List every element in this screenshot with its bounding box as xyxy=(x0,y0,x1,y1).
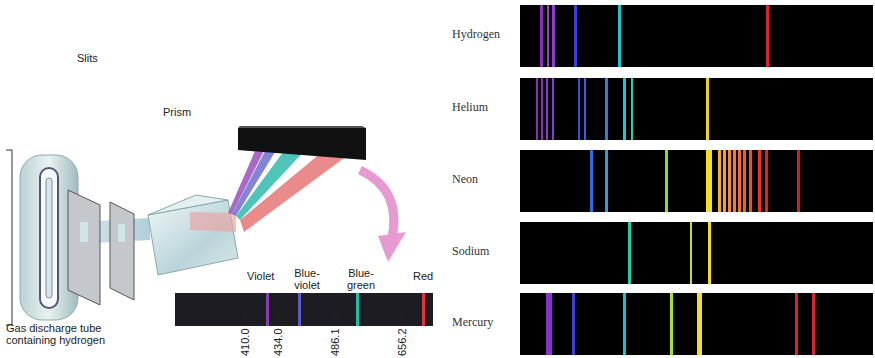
wavelength-label: 486.1 nm xyxy=(329,310,341,356)
color-label: Blue-violet xyxy=(285,267,329,291)
emission-line xyxy=(547,5,549,67)
wavelength-label: 434.0 nm xyxy=(272,310,284,356)
element-name: Neon xyxy=(452,173,478,185)
emission-line xyxy=(697,293,702,355)
emission-line xyxy=(552,78,554,140)
tube-label: Gas discharge tube containing hydrogen xyxy=(6,322,118,346)
spectrum-band xyxy=(520,78,873,140)
emission-line xyxy=(623,78,626,140)
spectrum-band xyxy=(520,293,873,355)
emission-line xyxy=(665,150,668,212)
emission-line xyxy=(590,150,593,212)
emission-line xyxy=(766,5,769,67)
emission-line xyxy=(541,78,543,140)
emission-line xyxy=(605,78,608,140)
color-label: Violet xyxy=(247,270,274,282)
emission-line xyxy=(708,222,711,284)
emission-line xyxy=(690,222,692,284)
emission-line xyxy=(765,150,768,212)
emission-line xyxy=(797,150,800,212)
emission-line xyxy=(728,150,731,212)
emission-line xyxy=(758,150,761,212)
emission-line xyxy=(536,78,538,140)
emission-line xyxy=(631,78,633,140)
element-name: Sodium xyxy=(452,245,489,257)
emission-line xyxy=(578,78,580,140)
emission-line xyxy=(749,150,752,212)
emission-line xyxy=(795,293,798,355)
emission-line xyxy=(572,293,575,355)
emission-line xyxy=(623,293,626,355)
emission-line xyxy=(718,150,721,212)
emission-line xyxy=(546,78,548,140)
wavelength-label: 410.0 nm xyxy=(239,310,251,356)
emission-line xyxy=(738,150,741,212)
element-name: Hydrogen xyxy=(452,28,500,40)
emission-line xyxy=(743,150,746,212)
prism-label: Prism xyxy=(163,106,191,118)
slit-label: Slits xyxy=(77,52,98,64)
emission-line xyxy=(574,5,577,67)
emission-line xyxy=(584,78,586,140)
emission-line xyxy=(552,5,555,67)
emission-line xyxy=(723,150,726,212)
emission-line xyxy=(618,5,621,67)
emission-line xyxy=(706,78,709,140)
wavelength-label: 656.2 nm xyxy=(396,310,408,356)
emission-line xyxy=(546,293,552,355)
spectrum-band xyxy=(520,222,873,284)
emission-line xyxy=(706,150,712,212)
element-name: Mercury xyxy=(452,316,493,328)
emission-line xyxy=(670,293,673,355)
emission-line xyxy=(605,150,608,212)
color-label: Blue-green xyxy=(341,267,381,291)
emission-line xyxy=(812,293,815,355)
element-name: Helium xyxy=(452,101,488,113)
emission-line xyxy=(628,222,631,284)
emission-line xyxy=(733,150,736,212)
spectrum-band xyxy=(520,150,873,212)
color-label: Red xyxy=(413,270,433,282)
spectrum-band xyxy=(520,5,873,67)
emission-line xyxy=(540,5,543,67)
